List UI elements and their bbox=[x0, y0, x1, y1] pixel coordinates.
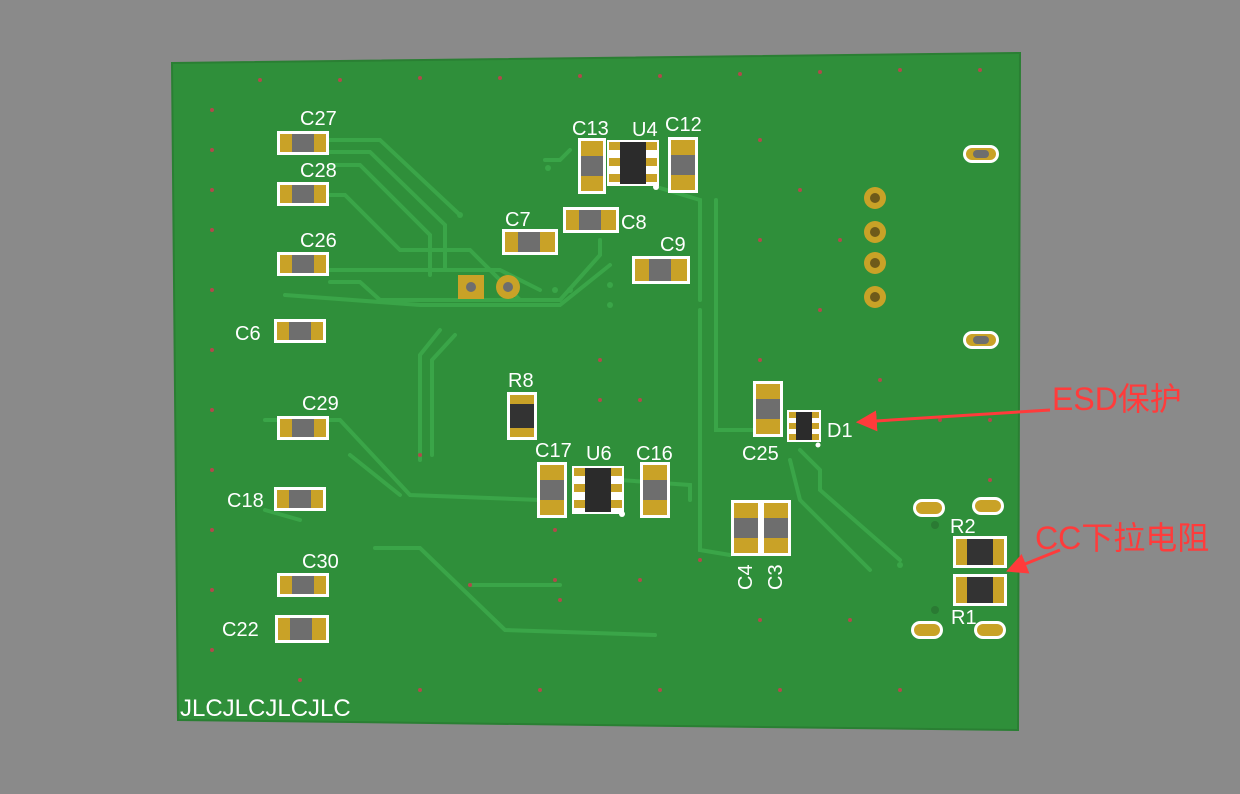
label-c26: C26 bbox=[300, 230, 337, 252]
capacitor-c22 bbox=[275, 615, 329, 643]
header-pin-holes bbox=[870, 193, 880, 302]
label-c16: C16 bbox=[636, 443, 673, 465]
label-c7: C7 bbox=[505, 209, 531, 231]
label-c27: C27 bbox=[300, 108, 337, 130]
label-u6: U6 bbox=[586, 443, 612, 465]
test-point-round bbox=[496, 275, 520, 299]
cc-arrow bbox=[1006, 548, 1061, 574]
label-c3: C3 bbox=[765, 564, 787, 590]
label-c8: C8 bbox=[621, 212, 647, 234]
pcb-board bbox=[170, 51, 1022, 732]
label-c28: C28 bbox=[300, 160, 337, 182]
esd-arrow bbox=[855, 408, 1051, 432]
label-c6: C6 bbox=[235, 323, 261, 345]
capacitor-c4 bbox=[731, 500, 761, 556]
capacitor-c8 bbox=[563, 207, 619, 233]
label-u4: U4 bbox=[632, 119, 658, 141]
jlc-silkscreen: JLCJLCJLCJLC bbox=[180, 695, 351, 722]
label-c25: C25 bbox=[742, 443, 779, 465]
label-r8: R8 bbox=[508, 370, 534, 392]
capacitor-c27 bbox=[277, 131, 329, 155]
capacitor-c17 bbox=[537, 462, 567, 518]
usb-shell-pads bbox=[911, 145, 1006, 639]
label-r2: R2 bbox=[950, 516, 976, 538]
capacitor-c6 bbox=[274, 319, 326, 343]
capacitor-c25 bbox=[753, 381, 783, 437]
label-c17: C17 bbox=[535, 440, 572, 462]
label-c30: C30 bbox=[302, 551, 339, 573]
capacitor-c7 bbox=[502, 229, 558, 255]
label-c22: C22 bbox=[222, 619, 259, 641]
capacitor-c3 bbox=[761, 500, 791, 556]
capacitor-c13 bbox=[578, 138, 606, 194]
capacitor-c9 bbox=[632, 256, 690, 284]
resistor-r8 bbox=[507, 392, 537, 440]
test-point-square bbox=[458, 275, 484, 299]
label-d1: D1 bbox=[827, 420, 853, 442]
capacitor-c30 bbox=[277, 573, 329, 597]
pcb-vias bbox=[210, 68, 992, 692]
label-c29: C29 bbox=[302, 393, 339, 415]
label-c13: C13 bbox=[572, 118, 609, 140]
ic-u6 bbox=[572, 466, 625, 517]
label-c12: C12 bbox=[665, 114, 702, 136]
capacitor-c26 bbox=[277, 252, 329, 276]
label-r1: R1 bbox=[951, 607, 977, 629]
label-c18: C18 bbox=[227, 490, 264, 512]
resistor-r1 bbox=[953, 574, 1007, 606]
esd-diode-d1 bbox=[787, 410, 821, 448]
ic-u4 bbox=[607, 140, 659, 190]
label-c4: C4 bbox=[735, 564, 757, 590]
resistor-r2 bbox=[953, 536, 1007, 568]
capacitor-c29 bbox=[277, 416, 329, 440]
esd-annotation: ESD保护 bbox=[1052, 381, 1182, 417]
capacitor-c12 bbox=[668, 137, 698, 193]
capacitor-c16 bbox=[640, 462, 670, 518]
label-c9: C9 bbox=[660, 234, 686, 256]
capacitor-c18 bbox=[274, 487, 326, 511]
capacitor-c28 bbox=[277, 182, 329, 206]
cc-annotation: CC下拉电阻 bbox=[1035, 520, 1209, 556]
